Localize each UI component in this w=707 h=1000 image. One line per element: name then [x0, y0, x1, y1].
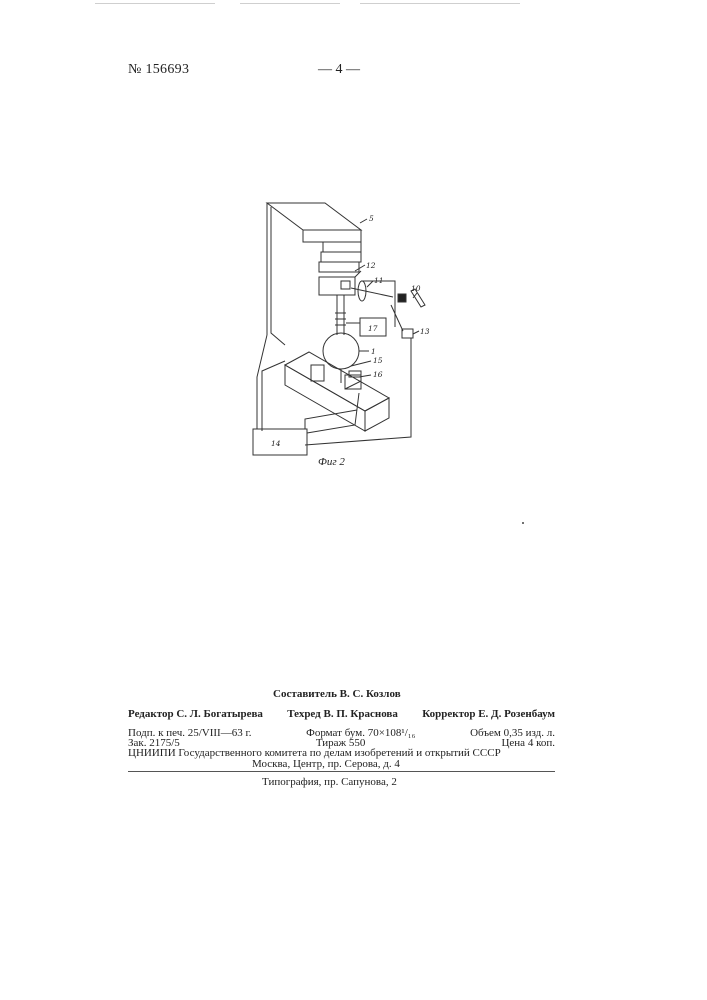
printshop-line: Типография, пр. Сапунова, 2 [262, 776, 397, 788]
patent-figure: 5 12 11 10 13 17 1 15 16 14 [245, 195, 445, 475]
label-15: 15 [373, 356, 383, 365]
figure-caption: Фиг 2 [318, 456, 345, 468]
scan-edge-mark [95, 3, 215, 4]
scan-edge-mark [360, 3, 520, 4]
scan-speck [522, 522, 524, 524]
label-12: 12 [366, 261, 376, 270]
label-17: 17 [368, 324, 378, 333]
divider-rule [128, 771, 555, 772]
label-11: 11 [374, 276, 384, 285]
editor-credit: Редактор С. Л. Богатырева [128, 708, 263, 720]
compiler-line: Составитель В. С. Козлов [273, 688, 401, 700]
label-5: 5 [369, 214, 374, 223]
staff-line: Редактор С. Л. Богатырева Техред В. П. К… [128, 708, 555, 720]
address-line: Москва, Центр, пр. Серова, д. 4 [252, 758, 400, 770]
label-13: 13 [420, 327, 430, 336]
label-16: 16 [373, 370, 383, 379]
label-10: 10 [411, 284, 421, 293]
patent-number: № 156693 [128, 62, 189, 78]
label-1: 1 [371, 347, 376, 356]
tech-editor-credit: Техред В. П. Краснова [287, 708, 398, 720]
label-14: 14 [271, 439, 281, 448]
scan-edge-mark [240, 3, 340, 4]
proofreader-credit: Корректор Е. Д. Розенбаум [422, 708, 555, 720]
page-number: — 4 — [318, 62, 360, 78]
apparatus-drawing: 5 12 11 10 13 17 1 15 16 14 [245, 195, 445, 475]
